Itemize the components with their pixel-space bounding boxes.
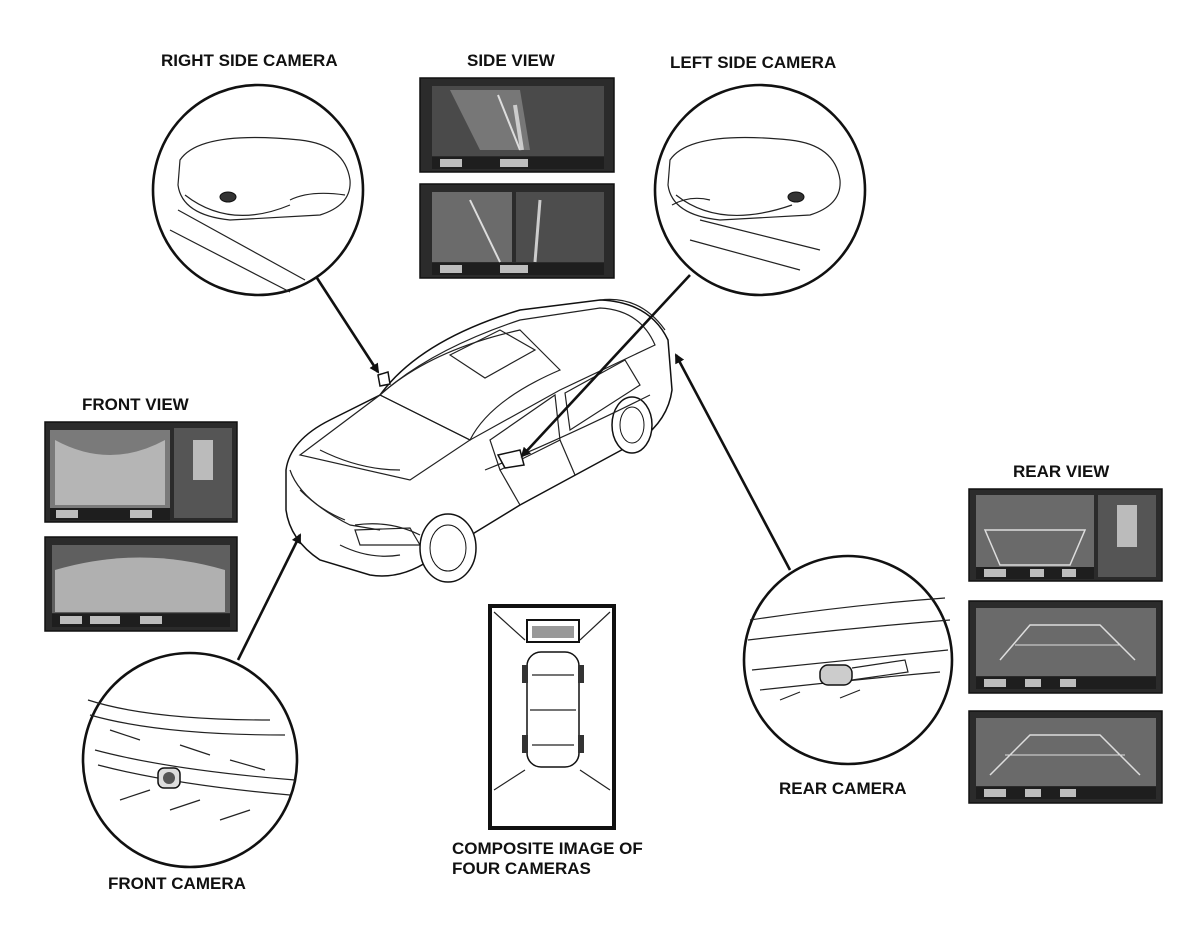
label-composite-line1: COMPOSITE IMAGE OF (452, 839, 643, 858)
side-view-screen-1 (419, 77, 615, 173)
arrow-right-side-camera (315, 277, 380, 374)
label-front-view: FRONT VIEW (82, 395, 190, 414)
rear-view-screen-1 (968, 488, 1163, 582)
rear-view-screen-2 (968, 600, 1163, 694)
rear-camera-detail (742, 554, 954, 766)
composite-overhead-image (488, 604, 616, 830)
side-view-screen-2 (419, 183, 615, 279)
label-front-camera: FRONT CAMERA (108, 874, 246, 893)
vehicle-illustration (285, 298, 673, 583)
rear-view-screen-3 (968, 710, 1163, 804)
arrow-rear-camera (674, 353, 792, 571)
right-side-camera-detail (151, 83, 365, 297)
arrow-left-side-camera (520, 274, 691, 458)
front-view-screen-1 (44, 421, 238, 523)
label-rear-camera: REAR CAMERA (779, 779, 907, 798)
arrow-front-camera (236, 533, 302, 661)
label-composite-line2: FOUR CAMERAS (452, 859, 591, 878)
left-side-camera-detail (653, 83, 867, 297)
label-rear-view: REAR VIEW (1013, 462, 1110, 481)
label-left-side-camera: LEFT SIDE CAMERA (670, 53, 836, 72)
label-side-view: SIDE VIEW (467, 51, 556, 70)
front-camera-detail (81, 651, 299, 869)
label-right-side-camera: RIGHT SIDE CAMERA (161, 51, 338, 70)
front-view-screen-2 (44, 536, 238, 632)
